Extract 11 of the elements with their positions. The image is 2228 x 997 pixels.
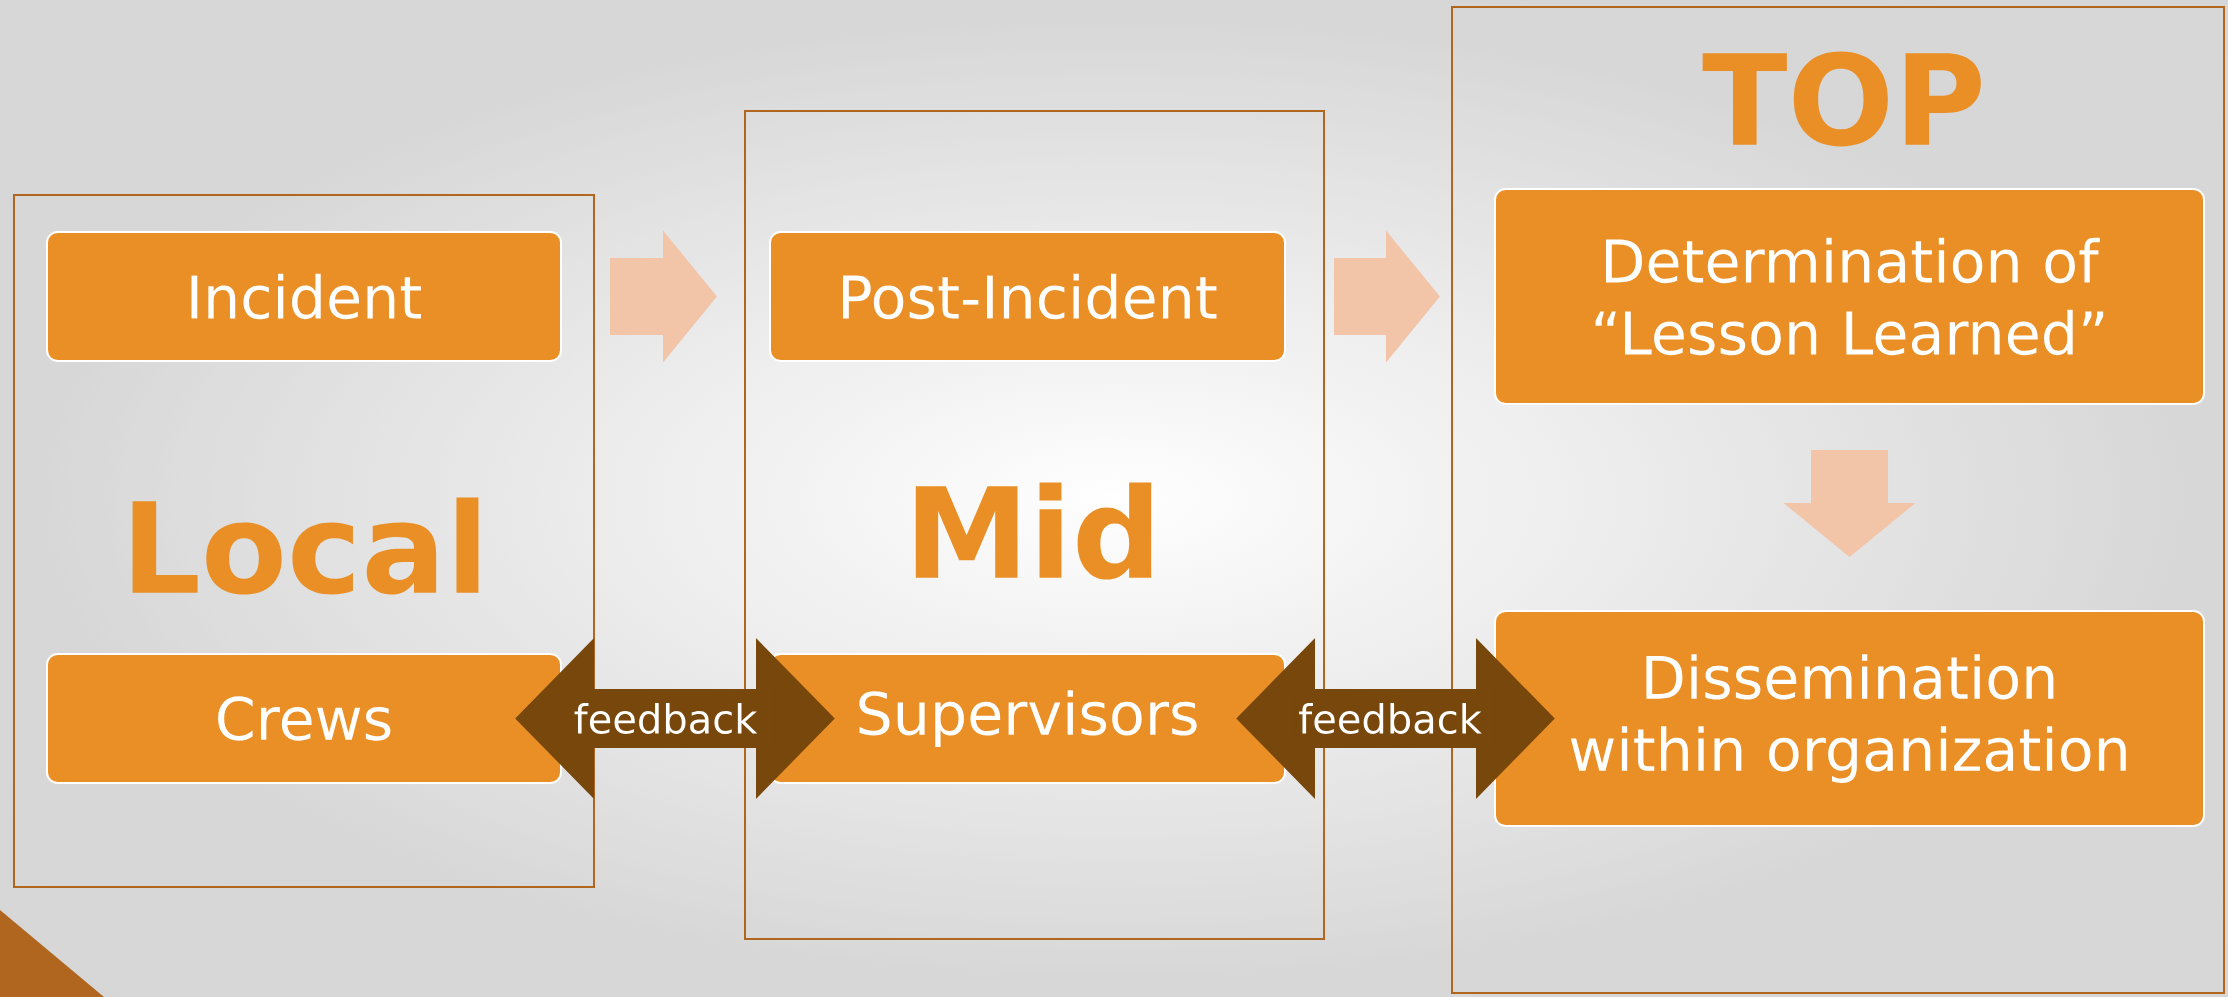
process-box: Supervisors: [769, 653, 1286, 784]
edge-label: feedback: [1296, 701, 1484, 736]
process-box: Determination of “Lesson Learned”: [1494, 188, 2205, 405]
process-box: Dissemination within organization: [1494, 610, 2205, 827]
edge-label: feedback: [572, 701, 759, 736]
process-box: Incident: [46, 231, 562, 362]
process-box: Crews: [46, 653, 562, 784]
column-title: Local: [132, 497, 479, 595]
column-title: TOP: [1702, 51, 1981, 147]
column-title: Mid: [915, 482, 1152, 580]
process-box: Post-Incident: [769, 231, 1286, 362]
